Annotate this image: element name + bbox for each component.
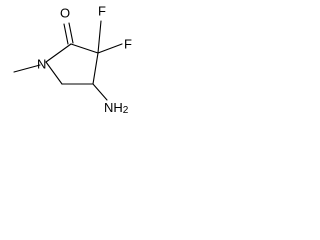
bond-c3-f-right (97, 43, 123, 54)
bond-c4-amine (92, 83, 108, 101)
amine-subscript: 2 (123, 105, 129, 116)
amine-label: NH2 (104, 100, 129, 116)
bond-n-methyl (13, 64, 41, 73)
bond-c2-c3 (70, 43, 99, 54)
amine-text: NH (104, 100, 123, 115)
fluorine-top-label: F (98, 4, 106, 19)
nitrogen-label: N (37, 57, 46, 72)
bond-c2-o-b (68, 22, 74, 44)
bond-c3-c4 (92, 52, 99, 85)
oxygen-label: O (60, 6, 70, 21)
bond-c2-o-a (63, 23, 69, 45)
bond-c5-n (45, 61, 63, 85)
fluorine-right-label: F (124, 37, 132, 52)
bond-c3-f-top (97, 20, 102, 54)
molecule-svg: O F F N NH2 (13, 4, 132, 116)
structure-diagram: O F F N NH2 (0, 0, 164, 123)
bond-n-c2 (45, 43, 72, 63)
